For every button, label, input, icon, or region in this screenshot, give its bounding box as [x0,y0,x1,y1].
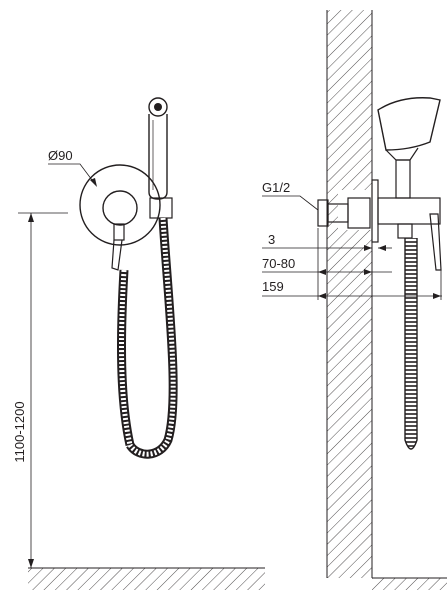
side-hose [404,238,418,450]
thread-callout: G1/2 [262,180,319,211]
dim-70-80-label: 70-80 [262,256,295,271]
mixer-body [102,190,138,226]
diameter-label: Ø90 [48,148,73,163]
front-view: 1100-1200 Ø90 [12,97,265,590]
height-dimension: 1100-1200 [12,212,68,568]
wall-section [326,10,447,590]
height-label: 1100-1200 [12,401,27,462]
wall-rosette [79,164,161,246]
hand-shower-side [377,97,441,199]
dim-159: 159 [262,270,442,300]
hose-outlet [149,197,173,219]
front-floor [28,567,265,590]
thread-label: G1/2 [262,180,290,195]
concealed-body [317,197,371,229]
front-hose [117,217,178,459]
rosette-plate [371,179,379,243]
dim-159-label: 159 [262,279,284,294]
dim-70-80: 70-80 [262,228,392,276]
side-view: G1/2 3 70-80 159 [262,10,447,590]
mixer-handle [111,223,125,271]
diameter-callout: Ø90 [48,148,97,187]
dim-3: 3 [262,232,392,251]
dim-3-label: 3 [268,232,275,247]
hand-shower [148,97,168,200]
